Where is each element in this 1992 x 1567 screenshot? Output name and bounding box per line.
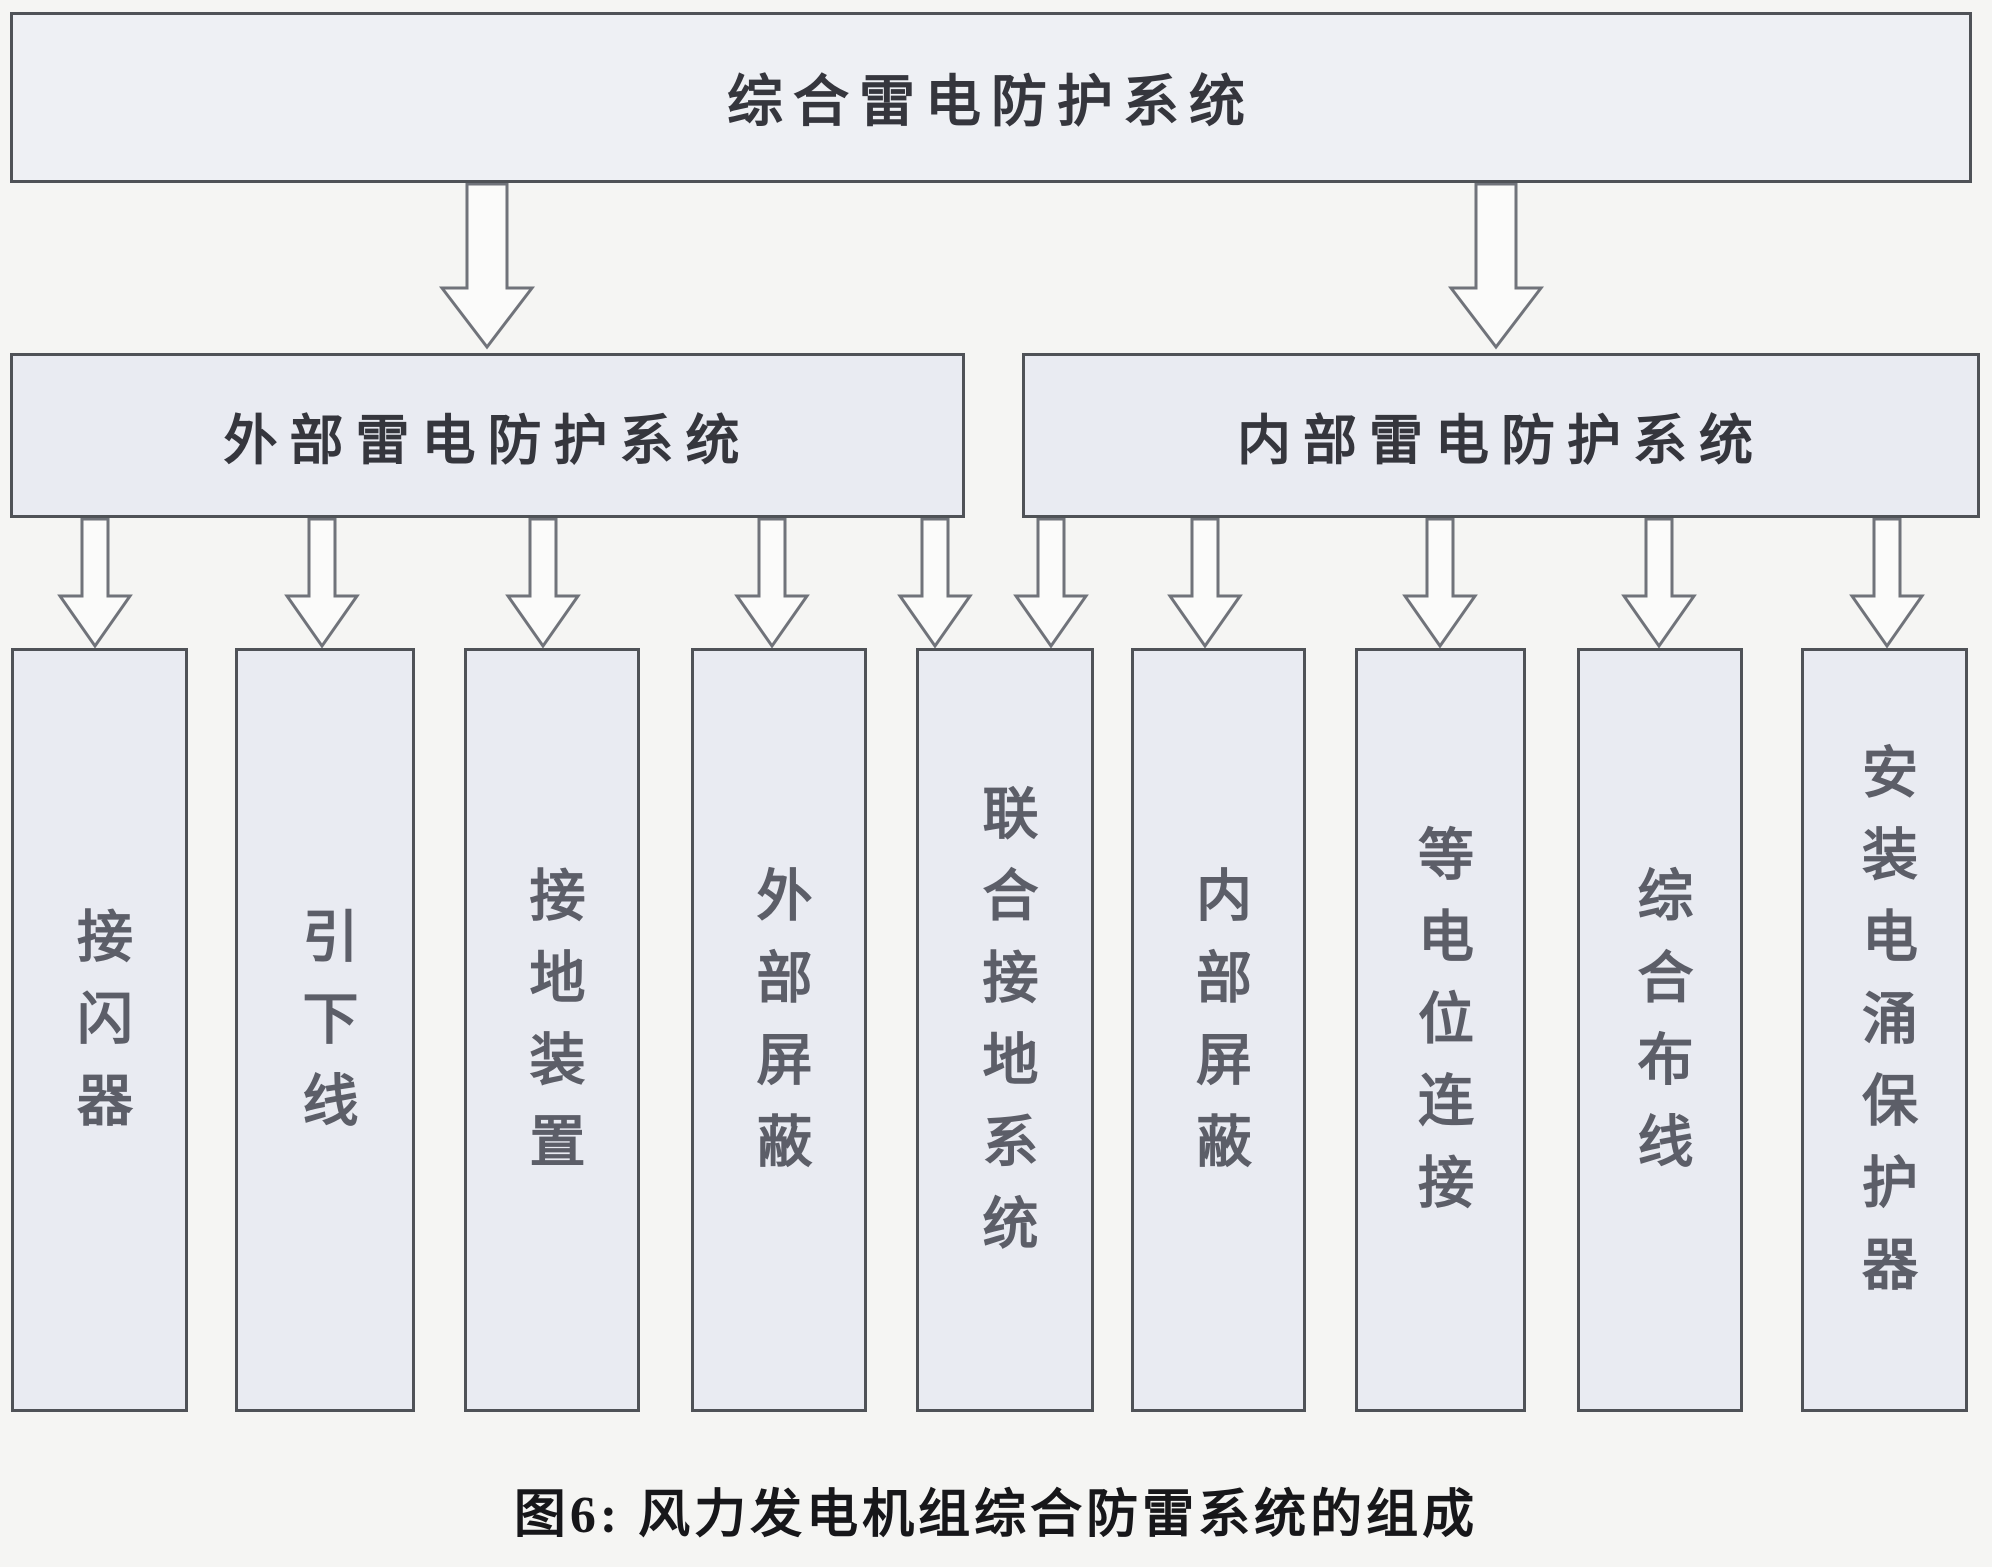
root-box-comprehensive-system: 综合雷电防护系统: [10, 12, 1972, 183]
branch-box-internal-label: 内部雷电防护系统: [1237, 411, 1765, 471]
leaf-box-internal-shielding: 内部屏蔽: [1131, 648, 1306, 1412]
down-arrow-icon: [1447, 183, 1545, 350]
branch-box-internal-system: 内部雷电防护系统: [1022, 353, 1980, 518]
down-arrow-icon: [1013, 518, 1089, 648]
leaf-label: 内部屏蔽: [1187, 866, 1250, 1194]
down-arrow-icon: [1167, 518, 1243, 648]
branch-box-external-system: 外部雷电防护系统: [10, 353, 965, 518]
leaf-box-equipotential-bonding: 等电位连接: [1355, 648, 1526, 1412]
leaf-label: 引下线: [294, 907, 356, 1153]
down-arrow-icon: [438, 183, 536, 350]
leaf-label: 安装电涌保护器: [1853, 743, 1916, 1317]
down-arrow-icon: [897, 518, 973, 648]
branch-box-external-label: 外部雷电防护系统: [223, 411, 752, 471]
leaf-label: 综合布线: [1629, 866, 1691, 1194]
leaf-box-external-shielding: 外部屏蔽: [691, 648, 867, 1412]
root-box-label: 综合雷电防护系统: [727, 72, 1255, 134]
leaf-label: 联合接地系统: [974, 784, 1036, 1276]
down-arrow-icon: [1849, 518, 1925, 648]
leaf-box-combined-grounding: 联合接地系统: [916, 648, 1094, 1412]
down-arrow-icon: [1402, 518, 1478, 648]
leaf-label: 外部屏蔽: [748, 866, 810, 1194]
down-arrow-icon: [734, 518, 810, 648]
figure-caption: 图6: 风力发电机组综合防雷系统的组成: [513, 1487, 1479, 1544]
down-arrow-icon: [57, 518, 133, 648]
leaf-box-surge-protector: 安装电涌保护器: [1801, 648, 1968, 1412]
down-arrow-icon: [284, 518, 360, 648]
down-arrow-icon: [1621, 518, 1697, 648]
leaf-label: 接闪器: [68, 907, 131, 1153]
leaf-label: 接地装置: [521, 866, 583, 1194]
leaf-box-down-conductor: 引下线: [235, 648, 415, 1412]
leaf-box-integrated-cabling: 综合布线: [1577, 648, 1743, 1412]
leaf-label: 等电位连接: [1409, 825, 1472, 1235]
leaf-box-grounding-device: 接地装置: [464, 648, 640, 1412]
down-arrow-icon: [505, 518, 581, 648]
leaf-box-air-terminal: 接闪器: [11, 648, 188, 1412]
